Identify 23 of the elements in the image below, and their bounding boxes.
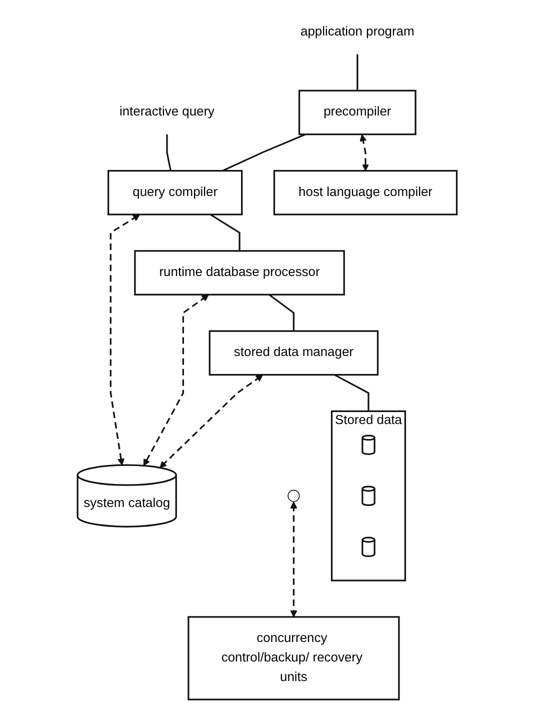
node-box: query compiler: [107, 170, 242, 216]
arrow: [290, 502, 298, 618]
connector: [356, 54, 358, 91]
connector: [222, 134, 306, 172]
cluster: Stored data: [330, 410, 406, 582]
connector: [166, 134, 172, 171]
node-text: application program: [300, 25, 414, 39]
arrow: [159, 374, 263, 468]
arrow: [143, 294, 209, 466]
arrow: [110, 214, 140, 466]
connector: [334, 374, 370, 412]
node-box: precompiler: [298, 90, 416, 136]
node-box: host language compiler: [273, 170, 458, 216]
node-cylinder: [361, 434, 376, 455]
connector: [268, 294, 294, 332]
node-box: runtime database processor: [134, 250, 345, 296]
node-box: stored data manager: [208, 330, 378, 376]
node-box: concurrency control/backup/ recovery units: [187, 616, 400, 700]
connector: [210, 214, 240, 251]
node-cylinder: [361, 536, 376, 558]
node-text: interactive query: [119, 105, 214, 119]
node-cylinder: [361, 486, 376, 506]
arrow: [360, 134, 369, 172]
